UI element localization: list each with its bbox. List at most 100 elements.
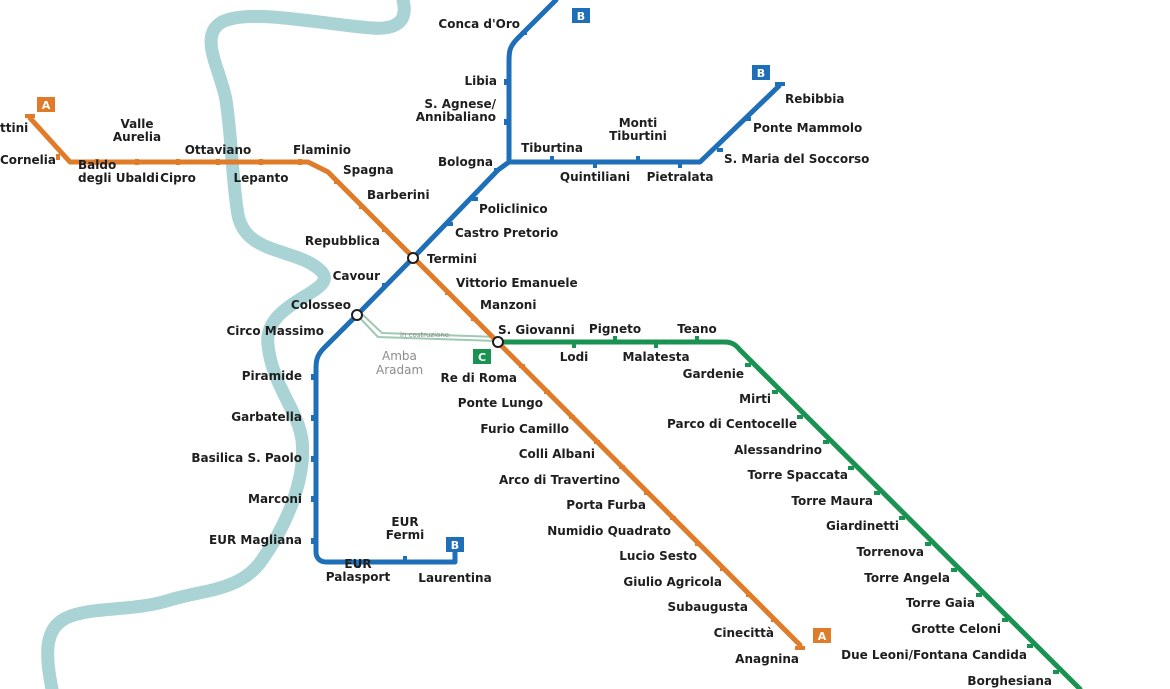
station-label-line: Furio Camillo (480, 422, 569, 436)
station-b-policlinico[interactable]: Policlinico (479, 202, 548, 216)
station-c-alessandrino[interactable]: Alessandrino (734, 443, 822, 457)
station-tick-a-porta-furba (644, 491, 650, 495)
station-c-lodi[interactable]: Lodi (560, 350, 589, 364)
station-c-torre-gaia[interactable]: Torre Gaia (906, 596, 975, 610)
station-c-grotte-celoni[interactable]: Grotte Celoni (911, 622, 1001, 636)
station-a-vittorio-emanuele[interactable]: Vittorio Emanuele (456, 276, 578, 290)
station-b-castro-pretorio[interactable]: Castro Pretorio (455, 226, 558, 240)
station-tick-b-pietralata (678, 162, 682, 168)
station-label-line: Baldo (78, 158, 116, 172)
station-label-line: Annibaliano (416, 110, 496, 124)
station-label-line: Subaugusta (667, 600, 748, 614)
station-b-libia[interactable]: Libia (464, 74, 497, 88)
interchange-termini[interactable] (407, 252, 419, 264)
station-label-line: Torre Angela (864, 571, 950, 585)
line-b-branch-rebibbia (506, 83, 782, 165)
line-c-badge (473, 349, 491, 364)
station-label-line: Torre Gaia (906, 596, 975, 610)
station-b-rebibbia[interactable]: Rebibbia (785, 92, 844, 106)
station-tick-a-cinecitta (771, 618, 777, 622)
station-a-termini[interactable]: Termini (427, 252, 477, 266)
station-b-quintiliani[interactable]: Quintiliani (560, 170, 630, 184)
station-a-s-giovanni[interactable]: S. Giovanni (498, 323, 575, 337)
station-label-line: Arco di Travertino (499, 473, 620, 487)
station-c-torre-angela[interactable]: Torre Angela (864, 571, 950, 585)
interchange-colosseo[interactable] (351, 309, 363, 321)
station-c-malatesta[interactable]: Malatesta (622, 350, 689, 364)
station-c-torre-spaccata[interactable]: Torre Spaccata (748, 468, 848, 482)
station-a-porta-furba[interactable]: Porta Furba (566, 498, 646, 512)
station-label-line: Libia (464, 74, 497, 88)
station-a-manzoni[interactable]: Manzoni (480, 298, 536, 312)
station-c-teano[interactable]: Teano (677, 322, 717, 336)
station-tick-b-eur-palasport (356, 562, 360, 568)
interchange-san-giovanni[interactable] (492, 336, 504, 348)
station-tick-b-s-maria-del-soccorso (717, 148, 723, 152)
station-a-cipro[interactable]: Cipro (160, 171, 196, 185)
station-label-line: Anagnina (735, 652, 799, 666)
station-b-s-maria-del-soccorso[interactable]: S. Maria del Soccorso (724, 152, 869, 166)
line-a-badge-west (37, 97, 55, 112)
station-a-subaugusta[interactable]: Subaugusta (667, 600, 748, 614)
station-c-mirti[interactable]: Mirti (739, 392, 771, 406)
station-b-colosseo[interactable]: Colosseo (291, 298, 351, 312)
station-a-furio-camillo[interactable]: Furio Camillo (480, 422, 569, 436)
station-a-ttini[interactable]: ttini (0, 121, 28, 135)
station-a-colli-albani[interactable]: Colli Albani (519, 447, 595, 461)
station-a-lepanto[interactable]: Lepanto (234, 171, 289, 185)
station-b-tiburtina[interactable]: Tiburtina (521, 141, 583, 155)
station-label-line: Laurentina (418, 571, 491, 585)
station-b-bologna[interactable]: Bologna (438, 155, 493, 169)
station-a-giulio-agricola[interactable]: Giulio Agricola (623, 575, 722, 589)
station-b-circo-massimo[interactable]: Circo Massimo (226, 324, 324, 338)
station-c-pigneto[interactable]: Pigneto (589, 322, 641, 336)
station-c-borghesiana[interactable]: Borghesiana (967, 674, 1052, 688)
station-a-ponte-lungo[interactable]: Ponte Lungo (458, 396, 543, 410)
station-label-amba-aradam-1: Amba (382, 349, 417, 363)
station-b-cavour[interactable]: Cavour (333, 269, 381, 283)
line-b-route (313, 0, 559, 565)
station-a-cinecitta[interactable]: Cinecittà (714, 626, 774, 640)
station-a-barberini[interactable]: Barberini (367, 188, 430, 202)
station-b-marconi[interactable]: Marconi (248, 492, 302, 506)
line-a-terminal-tick-south (795, 646, 805, 650)
station-b-basilica-s-paolo[interactable]: Basilica S. Paolo (191, 451, 302, 465)
station-b-eur-magliana[interactable]: EUR Magliana (209, 533, 302, 547)
station-label-line: Alessandrino (734, 443, 822, 457)
station-c-gardenie[interactable]: Gardenie (683, 367, 744, 381)
station-a-anagnina[interactable]: Anagnina (735, 652, 799, 666)
station-c-due-leoni-fontana-candida[interactable]: Due Leoni/Fontana Candida (841, 648, 1027, 662)
station-a-repubblica[interactable]: Repubblica (305, 234, 380, 248)
station-a-lucio-sesto[interactable]: Lucio Sesto (619, 549, 697, 563)
line-b-badge-rebibbia (752, 65, 770, 80)
station-a-spagna[interactable]: Spagna (343, 163, 394, 177)
station-b-piramide[interactable]: Piramide (242, 369, 302, 383)
station-a-ottaviano[interactable]: Ottaviano (185, 143, 252, 157)
station-a-arco-di-travertino[interactable]: Arco di Travertino (499, 473, 620, 487)
station-tick-a-arco-di-travertino (619, 465, 625, 469)
station-a-numidio-quadrato[interactable]: Numidio Quadrato (547, 524, 671, 538)
station-b-pietralata[interactable]: Pietralata (647, 170, 714, 184)
station-b-laurentina[interactable]: Laurentina (418, 571, 491, 585)
station-a-flaminio[interactable]: Flaminio (293, 143, 351, 157)
station-label-line: Giardinetti (826, 519, 899, 533)
station-label-line: Torre Spaccata (748, 468, 848, 482)
line-c-construction (356, 314, 499, 342)
station-a-cornelia[interactable]: Cornelia (0, 153, 56, 167)
station-tick-a-vittorio-emanuele (445, 291, 451, 295)
station-c-torre-maura[interactable]: Torre Maura (791, 494, 873, 508)
station-c-parco-di-centocelle[interactable]: Parco di Centocelle (667, 417, 797, 431)
station-c-torrenova[interactable]: Torrenova (856, 545, 924, 559)
station-b-garbatella[interactable]: Garbatella (231, 410, 302, 424)
station-b-ponte-mammolo[interactable]: Ponte Mammolo (753, 121, 862, 135)
station-c-giardinetti[interactable]: Giardinetti (826, 519, 899, 533)
station-label-line: ttini (0, 121, 28, 135)
station-b-conca-d-oro[interactable]: Conca d'Oro (438, 17, 520, 31)
station-a-re-di-roma[interactable]: Re di Roma (440, 371, 517, 385)
station-b-s-agnese-annibaliano[interactable]: S. Agnese/Annibaliano (416, 97, 497, 124)
